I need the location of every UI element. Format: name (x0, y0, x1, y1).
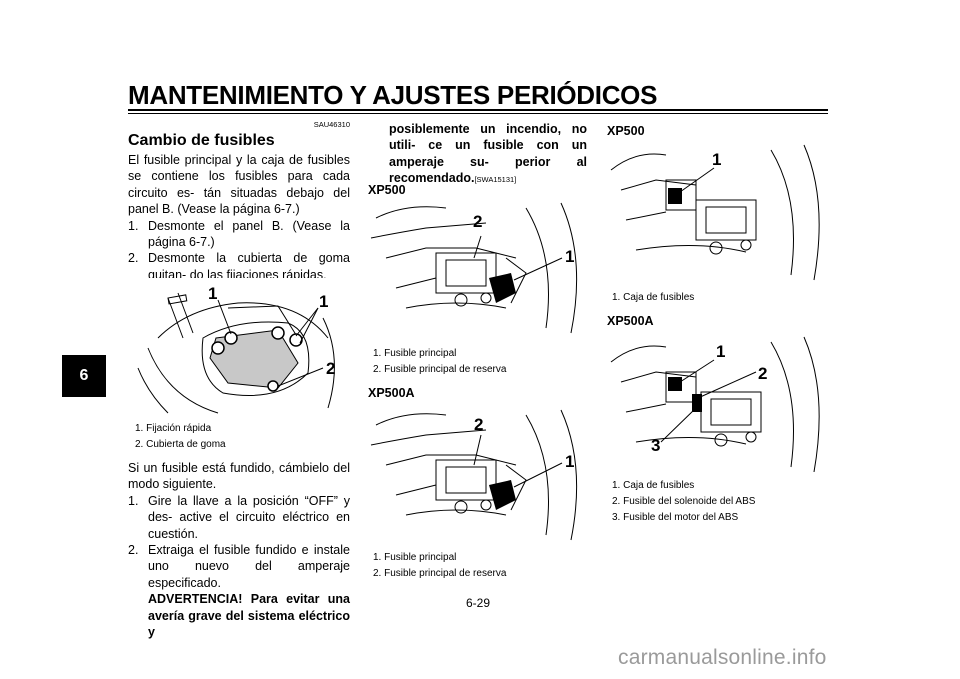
figure-caption-2: 2. Cubierta de goma (135, 439, 226, 450)
figure-caption-1: 1. Fusible principal (373, 552, 457, 563)
watermark: carmanualsonline.info (618, 646, 827, 669)
figure-fuse-box-xp500a: 1 2 3 (606, 332, 828, 472)
figure-caption-1: 1. Caja de fusibles (612, 480, 695, 491)
callout-1: 1 (565, 452, 575, 471)
step-number: 1. (128, 493, 139, 508)
section-code: SAU46310 (313, 120, 350, 129)
callout-1: 1 (712, 150, 722, 169)
chapter-number: 6 (79, 367, 89, 384)
figure-caption-1: 1. Fijación rápida (135, 423, 212, 434)
figure-caption-2: 2. Fusible del solenoide del ABS (612, 496, 756, 507)
page-number: 6-29 (466, 596, 491, 610)
header-rule-thin (128, 113, 828, 114)
figure-main-fuse-xp500: 2 1 (366, 198, 588, 338)
warning-text: ADVERTENCIA! Para evitar una avería grav… (148, 592, 350, 640)
callout-1a: 1 (208, 284, 218, 303)
callout-1b: 1 (319, 292, 329, 311)
page-title: MANTENIMIENTO Y AJUSTES PERIÓDICOS (128, 80, 658, 110)
warning-start: ADVERTENCIA! Para evitar una avería grav… (128, 591, 350, 640)
figure-caption-1: 1. Fusible principal (373, 348, 457, 359)
callout-2: 2 (474, 415, 484, 434)
callout-3: 3 (651, 436, 661, 455)
step-text: Desmonte el panel B. (Vease la página 6-… (148, 218, 350, 250)
callout-1: 1 (716, 342, 726, 361)
step-text: Gire la llave a la posición “OFF” y des-… (148, 493, 350, 541)
figure-caption-2: 2. Fusible principal de reserva (373, 364, 507, 375)
figure-caption-1: 1. Caja de fusibles (612, 292, 695, 303)
callout-1: 1 (565, 247, 575, 266)
fuse-box-illustration (610, 144, 820, 281)
step-item: 2. Extraiga el fusible fundido e instale … (128, 542, 350, 591)
intro-paragraph: El fusible principal y la caja de fusibl… (128, 153, 350, 217)
step-item: 1. Desmonte el panel B. (Vease la página … (128, 218, 350, 251)
left-column: SAU46310 Cambio de fusibles El fusible p… (128, 120, 350, 283)
figure-caption-2: 2. Fusible principal de reserva (373, 568, 507, 579)
figure-caption-3: 3. Fusible del motor del ABS (612, 512, 739, 523)
figure-fuse-box-xp500: 1 (606, 140, 828, 284)
step-number: 2. (128, 543, 139, 558)
rubber-cover-illustration (137, 292, 335, 414)
warning-text-cont: posiblemente un incendio, no utili- ce u… (389, 122, 587, 186)
step-number: 1. (128, 218, 139, 233)
section-heading: Cambio de fusibles (128, 132, 275, 149)
fuse-box-illustration (610, 336, 820, 472)
main-fuse-illustration (370, 202, 578, 334)
paragraph-2: Si un fusible está fundido, cámbielo del… (128, 461, 350, 492)
step-number: 2. (128, 251, 139, 266)
figure-main-fuse-xp500a: 2 1 (366, 405, 588, 545)
warning-continuation: posiblemente un incendio, no utili- ce u… (389, 121, 587, 189)
figure-rubber-cover: 1 1 2 (128, 278, 350, 418)
model-label-xp500a: XP500A (368, 386, 415, 400)
model-label-xp500: XP500 (607, 124, 645, 138)
header-rule (128, 109, 828, 111)
step-text: Extraiga el fusible fundido e instale un… (148, 543, 350, 590)
model-label-xp500: XP500 (368, 183, 406, 197)
callout-2: 2 (473, 212, 483, 231)
chapter-tab: 6 (62, 355, 106, 397)
model-label-xp500a: XP500A (607, 314, 654, 328)
warning-code: [SWA15131] (474, 175, 517, 185)
left-column-lower: Si un fusible está fundido, cámbielo del… (128, 460, 350, 640)
callout-2: 2 (758, 364, 768, 383)
main-fuse-illustration (370, 409, 578, 541)
step-item: 1. Gire la llave a la posición “OFF” y de… (128, 493, 350, 542)
callout-2: 2 (326, 359, 336, 378)
